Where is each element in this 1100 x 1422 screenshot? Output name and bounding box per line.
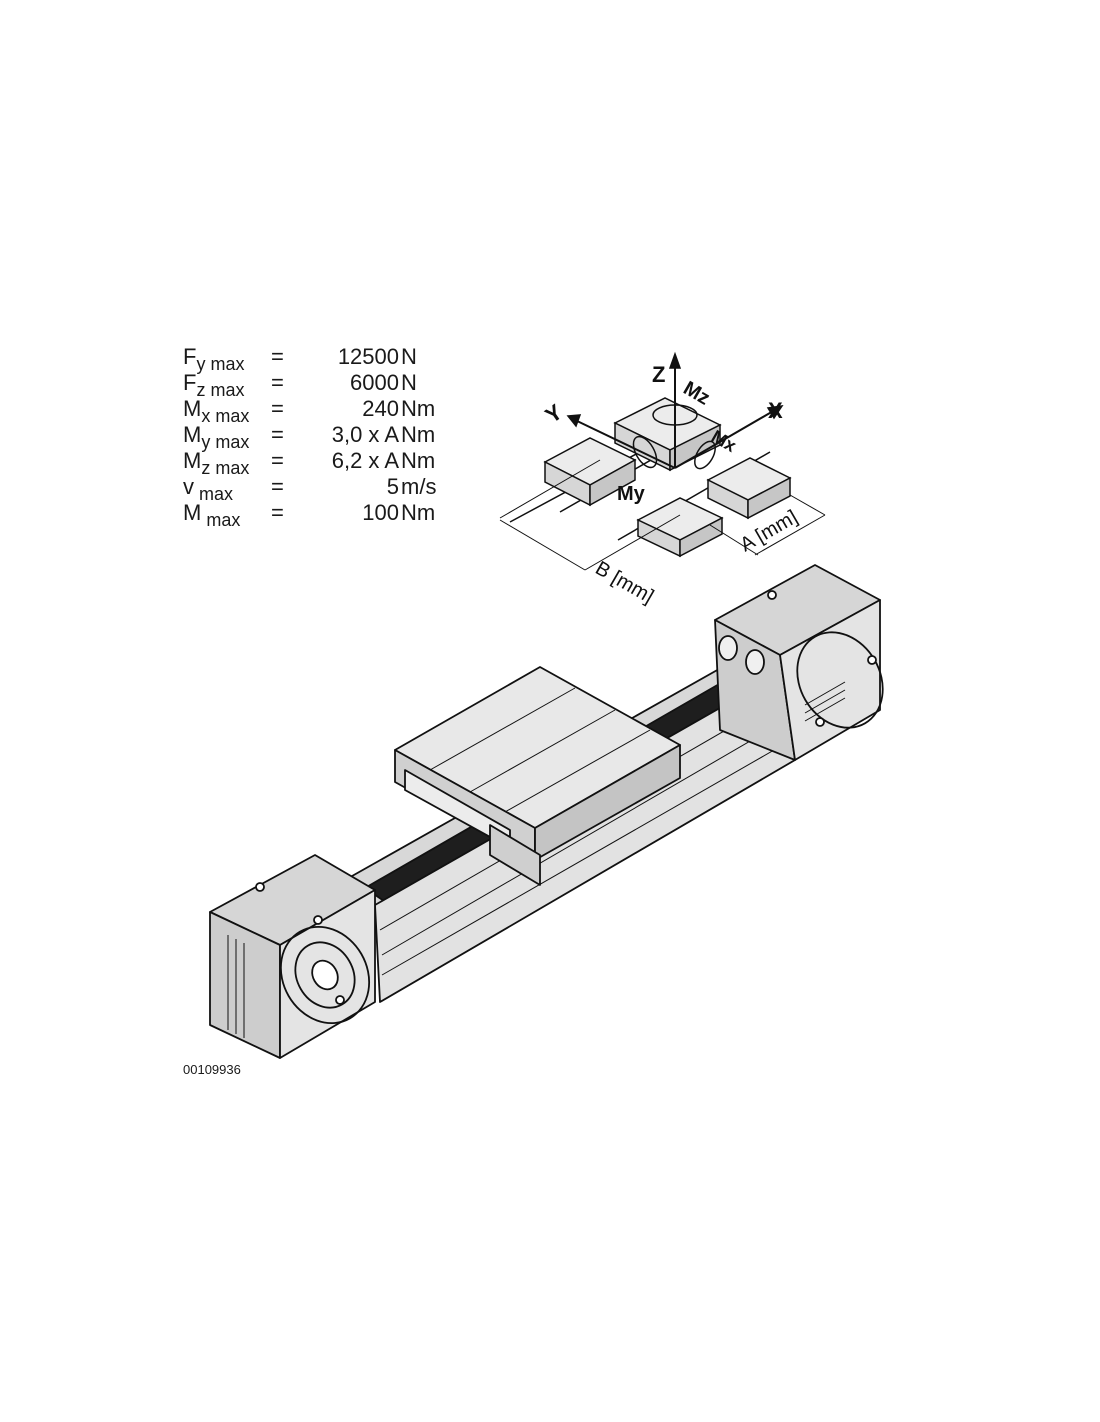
linear-module <box>209 564 884 1059</box>
my-label: My <box>617 483 646 505</box>
spec-equals: = <box>271 500 284 525</box>
spec-symbol: M max <box>183 500 241 530</box>
figure-id: 00109936 <box>183 1062 241 1077</box>
spec-unit: N <box>401 370 417 395</box>
y-axis-label: Y <box>541 399 568 428</box>
dimension-b-label: B [mm] <box>592 557 658 608</box>
spec-unit: Nm <box>401 396 436 421</box>
spec-equals: = <box>271 422 284 447</box>
spec-symbol: Fy max <box>183 344 245 374</box>
spec-value: 6000 <box>350 370 399 395</box>
z-axis-label: Z <box>652 362 665 387</box>
x-axis-label: X <box>768 398 783 423</box>
spec-symbol: Mz max <box>183 448 250 478</box>
spec-equals: = <box>271 344 284 369</box>
spec-symbol: Fz max <box>183 370 245 400</box>
spec-value: 240 <box>362 396 399 421</box>
spec-value: 100 <box>362 500 399 525</box>
spec-equals: = <box>271 448 284 473</box>
spec-unit: m/s <box>401 474 437 499</box>
spec-symbol: v max <box>183 474 234 504</box>
spec-unit: Nm <box>401 448 436 473</box>
spec-equals: = <box>271 396 284 421</box>
mz-label: Mz <box>680 377 714 409</box>
coordinate-sketch <box>499 351 826 571</box>
spec-value: 12500 <box>337 344 399 369</box>
spec-unit: Nm <box>401 422 436 447</box>
spec-value: 5 <box>386 474 399 499</box>
spec-symbol: Mx max <box>183 396 250 426</box>
spec-unit: N <box>401 344 417 369</box>
spec-equals: = <box>271 474 284 499</box>
spec-equals: = <box>271 370 284 395</box>
spec-value: 3,0 x A <box>331 422 399 447</box>
carriage-side <box>534 744 681 861</box>
spec-value: 6,2 x A <box>331 448 399 473</box>
spec-symbol: My max <box>183 422 250 452</box>
spec-unit: Nm <box>401 500 436 525</box>
